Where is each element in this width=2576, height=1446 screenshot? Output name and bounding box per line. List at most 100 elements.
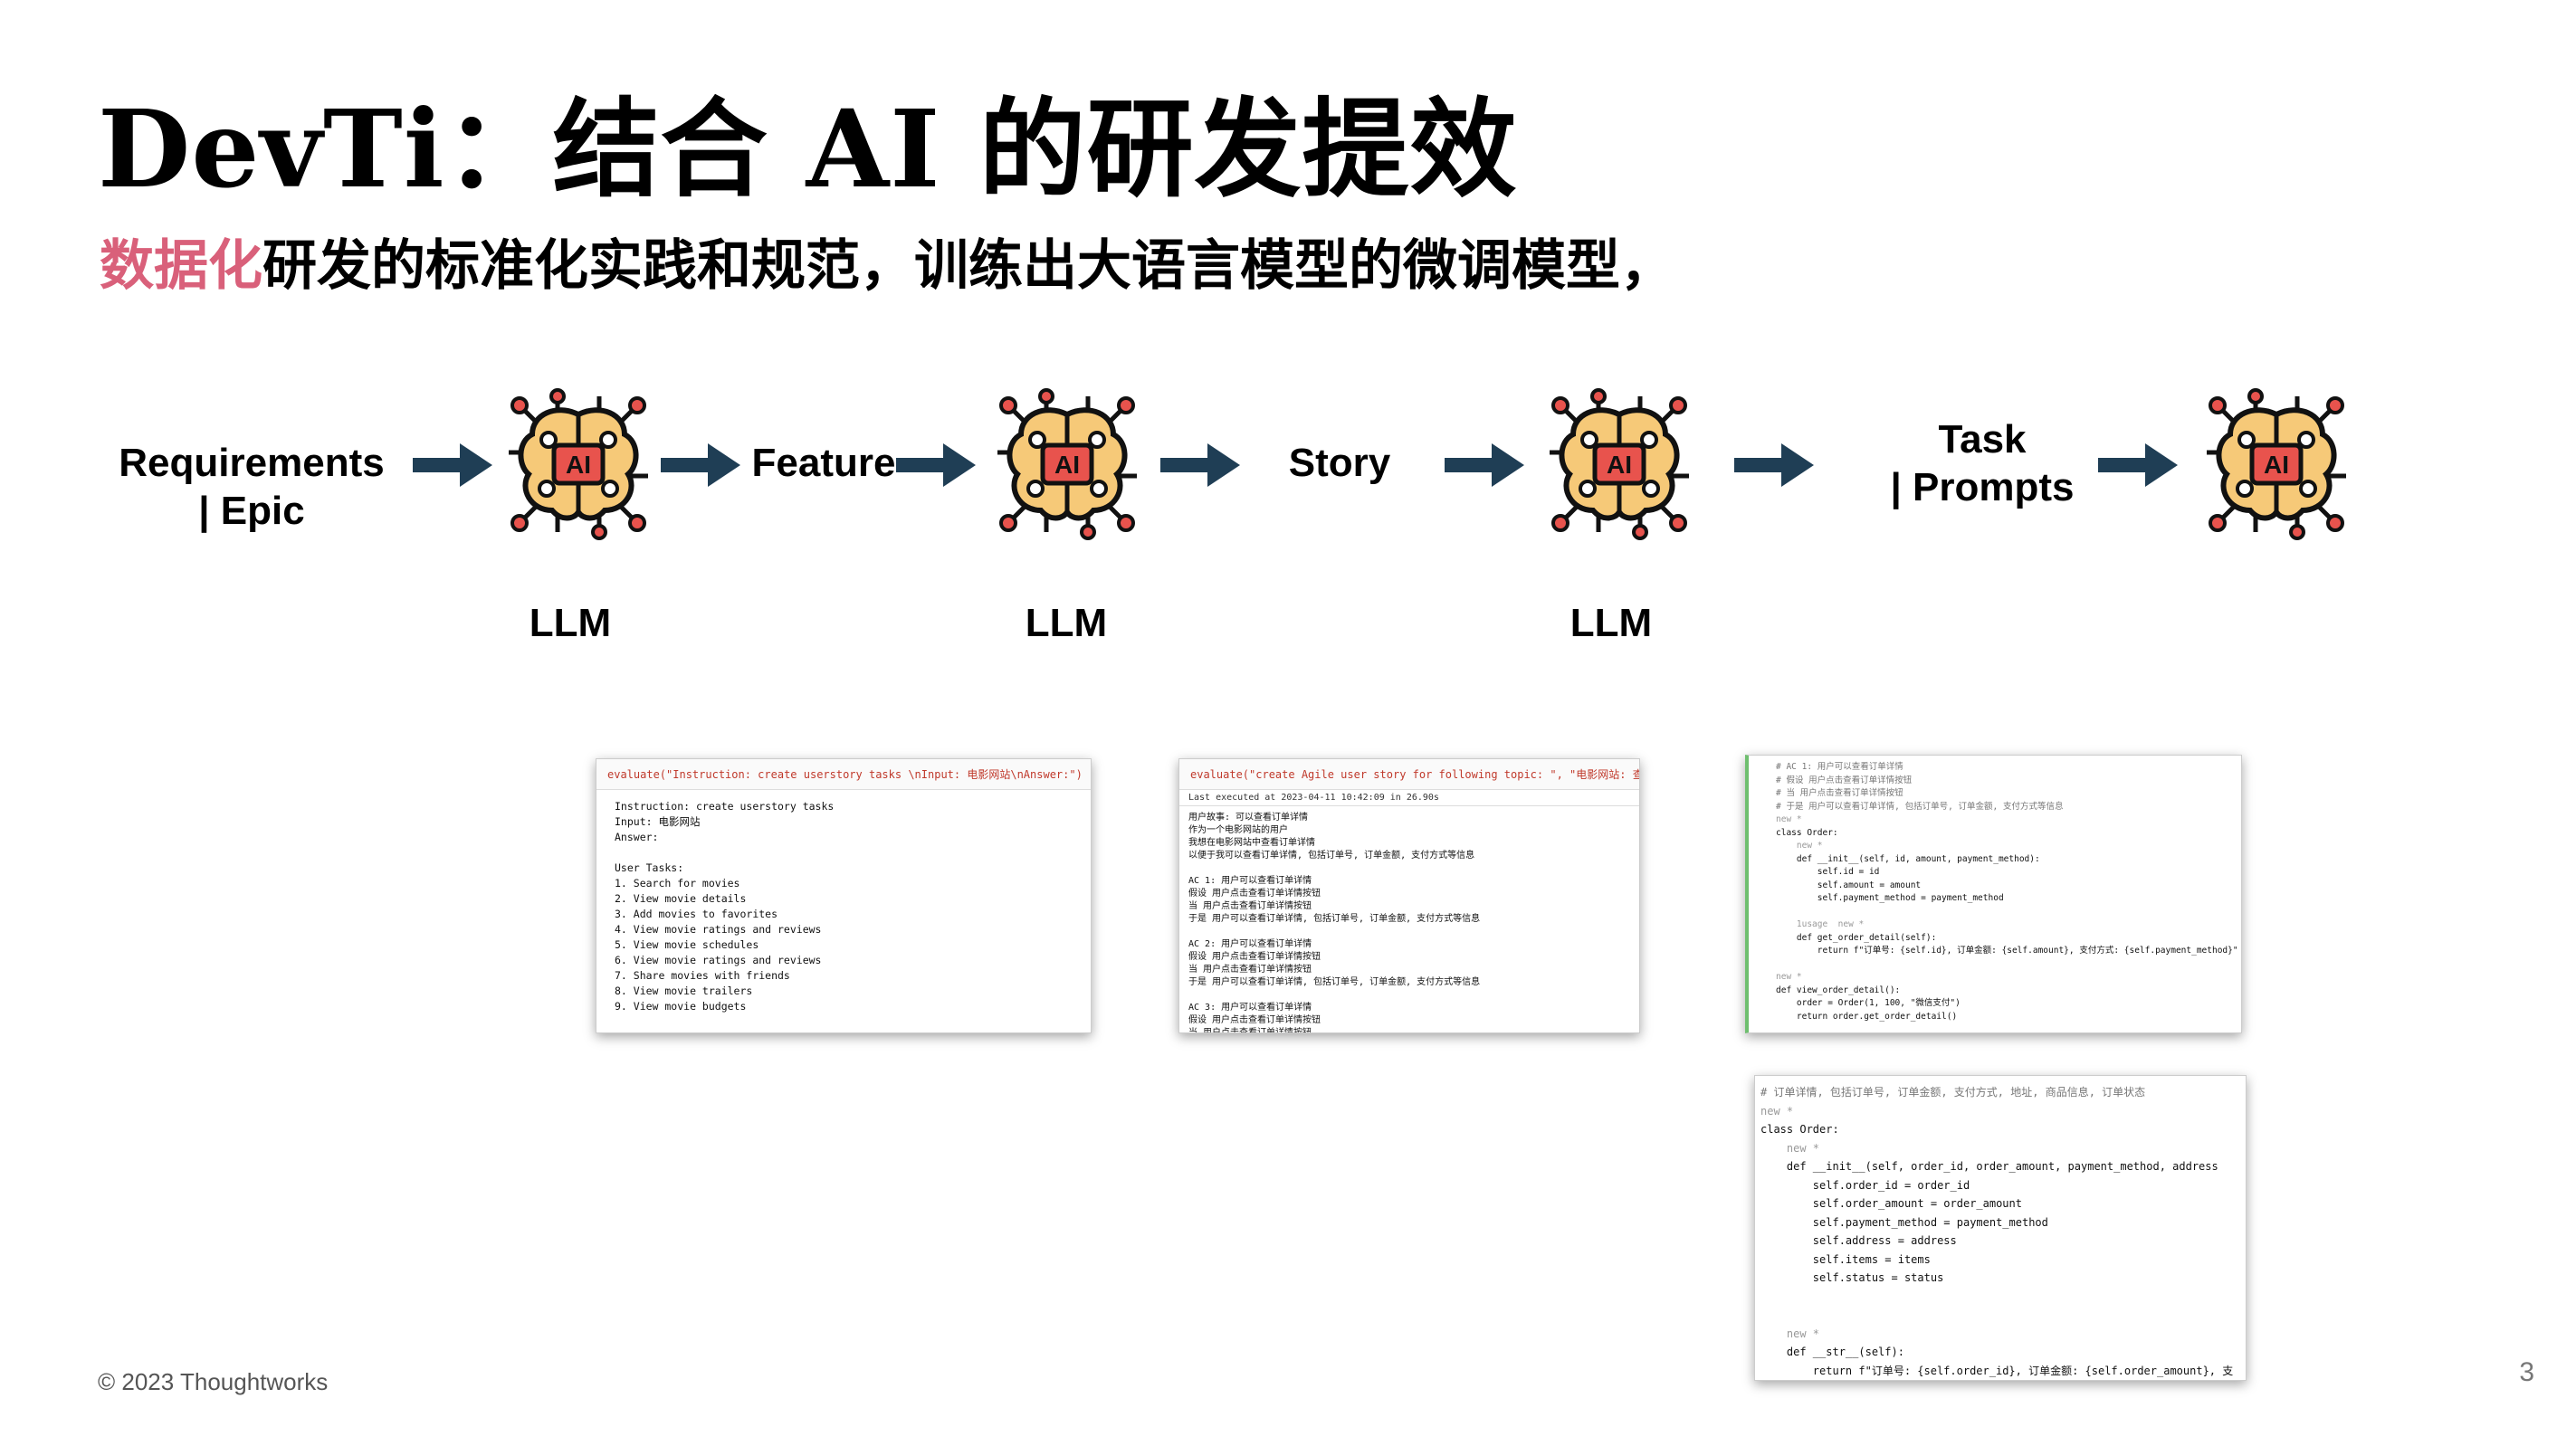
code-line: 假设 用户点击查看订单详情按钮 [1188,889,1321,899]
code-line: self.items = items [1760,1252,1931,1266]
code-line: class Order: [1760,1123,1839,1136]
code-line: new * [1776,814,1802,824]
code-line [1188,926,1630,938]
code-line: 2. View movie details [615,892,747,905]
svg-text:AI: AI [566,451,591,479]
code-line: self.address = address [1760,1234,1957,1247]
code-line: 7. Share movies with friends [615,969,790,982]
svg-text:AI: AI [2264,451,2289,479]
code-line: Input: 电影网站 [615,815,701,828]
code-line: new * [1760,1141,1820,1155]
code-line: AC 3: 用户可以查看订单详情 [1188,1003,1312,1013]
notebook-command: evaluate("create Agile user story for fo… [1179,759,1639,790]
code-line: return f"订单号: {self.id}, 订单金额: {self.amo… [1776,946,2238,956]
arrow-right-icon [1445,443,1524,487]
code-line: self.order_id = order_id [1760,1178,1970,1192]
llm-label: LLM [1569,601,1653,645]
requirements-epic-label: Requirements | Epic [116,440,387,536]
code-line [1776,958,2214,972]
code-line: 8. View movie trailers [615,985,753,997]
code-line: 于是 用户可以查看订单详情, 包括订单号, 订单金额, 支付方式等信息 [1188,914,1481,924]
subtitle-highlight: 数据化 [100,235,262,296]
code-line: 1usage new * [1776,919,1865,929]
code-line: new * [1760,1327,1820,1340]
code-line: return order.get_order_detail() [1776,1011,1958,1022]
code-line [1776,906,2214,919]
code-line: 当 用户点击查看订单详情按钮 [1188,965,1312,975]
svg-text:AI: AI [1054,451,1080,479]
code-output: # 订单详情, 包括订单号, 订单金额, 支付方式, 地址, 商品信息, 订单状… [1755,1076,2246,1380]
code-line: def __str__(self): [1760,1346,1904,1358]
code-line: 以便于我可以查看订单详情, 包括订单号, 订单金额, 支付方式等信息 [1188,851,1475,861]
code-line: Answer: [615,831,659,843]
arrow-right-icon [1160,443,1240,487]
arrow-right-icon [896,443,976,487]
code-line: def view_order_detail(): [1776,985,1901,995]
user-story-notebook-screenshot: evaluate("create Agile user story for fo… [1178,758,1640,1033]
notebook-output: 用户故事: 可以查看订单详情作为一个电影网站的用户我想在电影网站中查看订单详情以… [1179,806,1639,1032]
code-line: # AC 1: 用户可以查看订单详情 [1776,762,1903,772]
code-line: 4. View movie ratings and reviews [615,923,822,936]
code-line: def __init__(self, order_id, order_amoun… [1760,1160,2218,1173]
llm-label: LLM [1025,601,1108,645]
order-class-code-screenshot: # 订单详情, 包括订单号, 订单金额, 支付方式, 地址, 商品信息, 订单状… [1754,1075,2247,1381]
code-line: 5. View movie schedules [615,938,759,951]
code-line: class Order: [1776,827,1838,838]
feature-label: Feature [751,441,896,485]
notebook-command: evaluate("Instruction: create userstory … [596,759,1091,790]
ai-brain-icon: AI [2199,387,2353,541]
code-line: new * [1760,1104,1794,1118]
task-label-line2: | Prompts [1890,464,2075,509]
code-line: User Tasks: [615,861,684,874]
code-line: self.status = status [1760,1271,1944,1284]
code-line [615,845,1073,861]
requirements-label-line2: | Epic [198,488,305,533]
code-line: def get_order_detail(self): [1776,932,1937,943]
ai-brain-icon: AI [1542,387,1696,541]
code-line [1760,1288,2240,1307]
code-line: # 假设 用户点击查看订单详情按钮 [1776,775,1913,785]
code-line: 9. View movie budgets [615,1000,747,1013]
code-line: new * [1776,841,1823,851]
code-line: order = Order(1, 100, "微信支付") [1776,998,1961,1008]
ai-brain-icon: AI [501,387,655,541]
copyright-footer: © 2023 Thoughtworks [98,1368,329,1395]
code-line [1760,1306,2240,1325]
code-line: 1. Search for movies [615,877,740,889]
code-editor-screenshot: # AC 1: 用户可以查看订单详情# 假设 用户点击查看订单详情按钮# 当 用… [1745,755,2242,1033]
story-label: Story [1288,441,1391,485]
code-line: 于是 用户可以查看订单详情, 包括订单号, 订单金额, 支付方式等信息 [1188,977,1481,987]
svg-text:AI: AI [1607,451,1632,479]
code-line: 作为一个电影网站的用户 [1188,825,1288,835]
code-line: 我想在电影网站中查看订单详情 [1188,838,1315,848]
code-line: 3. Add movies to favorites [615,908,778,920]
page-number: 3 [2519,1357,2534,1387]
arrow-right-icon [413,443,492,487]
requirements-label-line1: Requirements [119,441,385,485]
code-line: self.order_amount = order_amount [1760,1197,2022,1210]
code-line: self.id = id [1776,867,1880,877]
arrow-right-icon [2098,443,2178,487]
code-output: # AC 1: 用户可以查看订单详情# 假设 用户点击查看订单详情按钮# 当 用… [1749,756,2241,1029]
code-line: new * [1776,972,1802,982]
code-line: AC 2: 用户可以查看订单详情 [1188,939,1312,949]
subtitle-rest: 研发的标准化实践和规范，训练出大语言模型的微调模型， [262,235,1674,296]
task-label-line1: Task [1938,417,2027,461]
code-line: # 于是 用户可以查看订单详情, 包括订单号, 订单金额, 支付方式等信息 [1776,801,2064,812]
code-line [1188,989,1630,1002]
code-line: # 订单详情, 包括订单号, 订单金额, 支付方式, 地址, 商品信息, 订单状… [1760,1086,2146,1099]
slide-title: DevTi：结合 AI 的研发提效 [98,86,1518,212]
ai-brain-icon: AI [990,387,1144,541]
code-line: AC 1: 用户可以查看订单详情 [1188,876,1312,886]
executed-info: Last executed at 2023-04-11 10:42:09 in … [1179,790,1639,806]
code-line: 6. View movie ratings and reviews [615,954,822,966]
llm-label: LLM [529,601,612,645]
arrow-right-icon [661,443,740,487]
code-line: 假设 用户点击查看订单详情按钮 [1188,952,1321,962]
code-line [1188,862,1630,875]
code-line: def __init__(self, id, amount, payment_m… [1776,853,2040,864]
user-tasks-notebook-screenshot: evaluate("Instruction: create userstory … [596,758,1092,1033]
code-line: self.payment_method = payment_method [1760,1215,2048,1229]
slide-subtitle: 数据化研发的标准化实践和规范，训练出大语言模型的微调模型， [100,233,1674,299]
